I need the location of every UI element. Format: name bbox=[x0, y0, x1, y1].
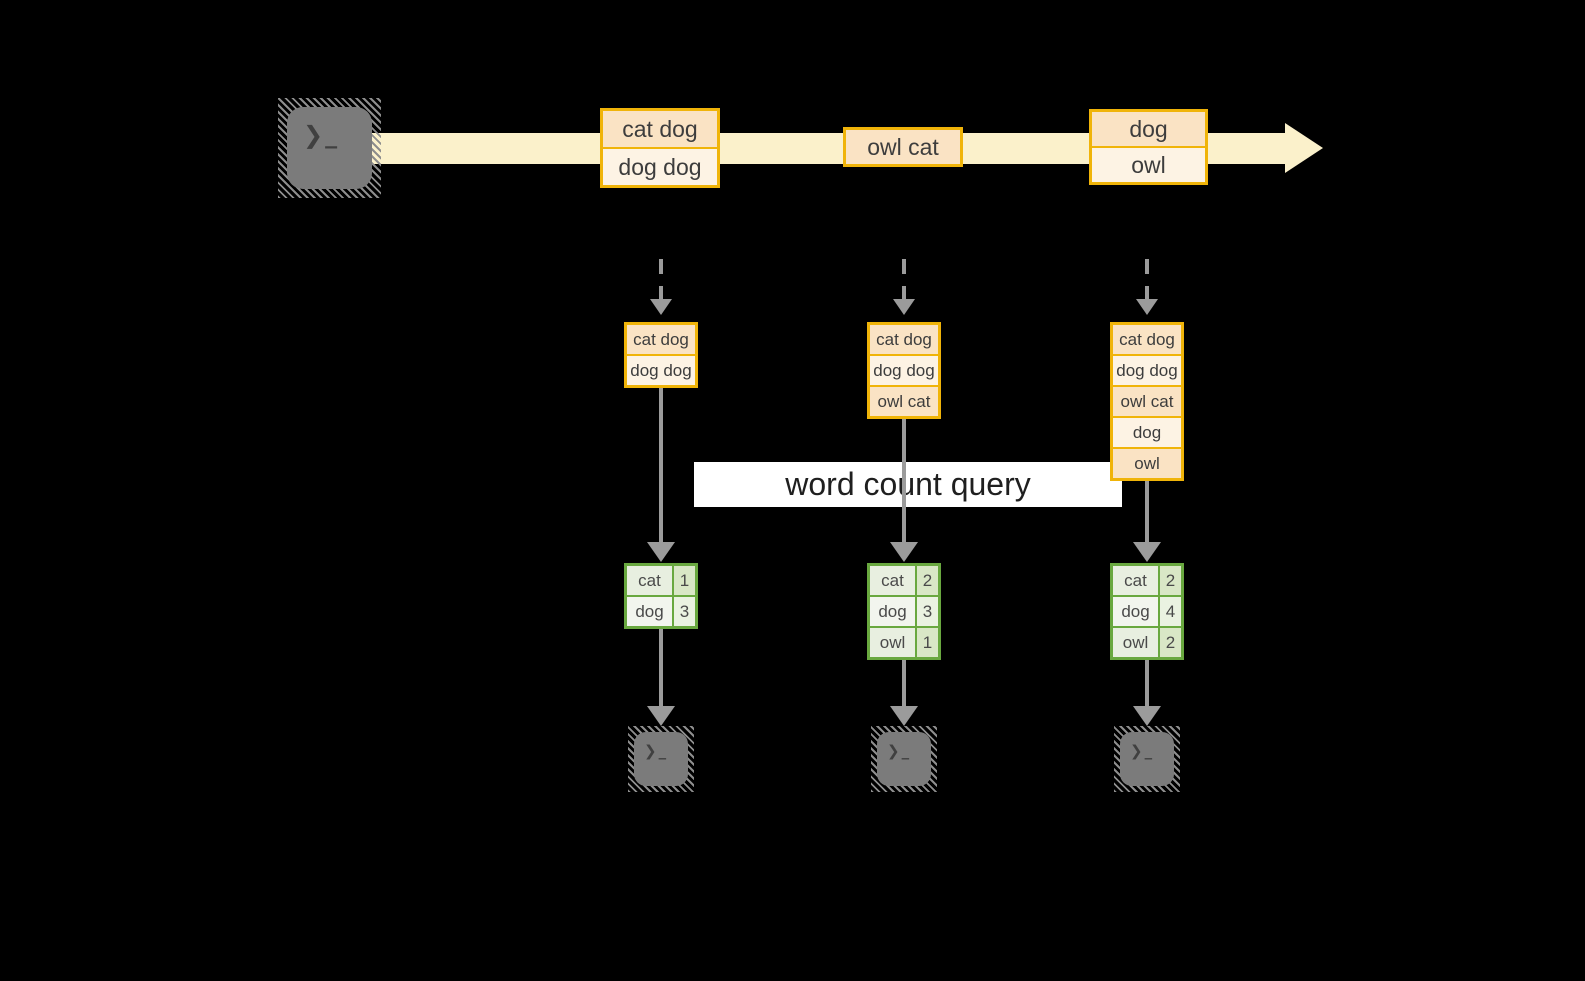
event-stack-1: cat dog dog dog bbox=[624, 322, 698, 388]
word-cell: cat bbox=[1113, 566, 1158, 595]
down-arrowhead-icon bbox=[1133, 542, 1161, 562]
terminal-prompt-icon: ❯_ bbox=[303, 121, 340, 149]
word-cell: owl bbox=[870, 628, 915, 657]
stack-cell: dog bbox=[1113, 418, 1181, 447]
count-table-2: cat 2 dog 3 owl 1 bbox=[867, 563, 941, 660]
stream-event-cell: owl bbox=[1092, 148, 1205, 182]
table-row: owl 2 bbox=[1113, 628, 1181, 657]
terminal-prompt-icon: ❯_ bbox=[644, 742, 669, 760]
stack-cell: owl bbox=[1113, 449, 1181, 478]
down-arrowhead-icon bbox=[890, 706, 918, 726]
stream-event-box-2: owl cat bbox=[843, 127, 963, 167]
stream-event-cell: dog bbox=[1092, 112, 1205, 146]
down-arrowhead-icon bbox=[647, 706, 675, 726]
word-cell: dog bbox=[627, 597, 672, 626]
stack-cell: dog dog bbox=[627, 356, 695, 385]
count-cell: 2 bbox=[1160, 628, 1181, 657]
down-arrowhead-icon bbox=[890, 542, 918, 562]
count-cell: 2 bbox=[917, 566, 938, 595]
count-table-3: cat 2 dog 4 owl 2 bbox=[1110, 563, 1184, 660]
stack-cell: cat dog bbox=[627, 325, 695, 354]
count-cell: 1 bbox=[917, 628, 938, 657]
right-arrow-icon bbox=[1285, 123, 1323, 173]
terminal-icon: ❯_ bbox=[871, 726, 937, 792]
stack-cell: dog dog bbox=[870, 356, 938, 385]
table-row: dog 3 bbox=[870, 597, 938, 626]
query-connector bbox=[659, 388, 663, 542]
table-row: dog 3 bbox=[627, 597, 695, 626]
stack-cell: cat dog bbox=[870, 325, 938, 354]
event-stack-2: cat dog dog dog owl cat bbox=[867, 322, 941, 419]
word-cell: owl bbox=[1113, 628, 1158, 657]
count-cell: 2 bbox=[1160, 566, 1181, 595]
down-arrowhead-icon bbox=[647, 542, 675, 562]
terminal-screen: ❯_ bbox=[634, 732, 688, 786]
terminal-screen: ❯_ bbox=[1120, 732, 1174, 786]
stream-event-cell: owl cat bbox=[846, 130, 960, 164]
output-connector bbox=[902, 660, 906, 706]
table-row: owl 1 bbox=[870, 628, 938, 657]
down-arrowhead-icon bbox=[1136, 299, 1158, 315]
stack-cell: owl cat bbox=[870, 387, 938, 416]
word-cell: dog bbox=[870, 597, 915, 626]
stack-cell: cat dog bbox=[1113, 325, 1181, 354]
stream-event-cell: cat dog bbox=[603, 111, 717, 147]
down-arrowhead-icon bbox=[893, 299, 915, 315]
down-arrowhead-icon bbox=[650, 299, 672, 315]
stream-event-box-1: cat dog dog dog bbox=[600, 108, 720, 188]
table-row: cat 1 bbox=[627, 566, 695, 595]
terminal-prompt-icon: ❯_ bbox=[887, 742, 912, 760]
terminal-icon: ❯_ bbox=[628, 726, 694, 792]
output-connector bbox=[659, 629, 663, 706]
down-arrow-icon bbox=[902, 259, 906, 299]
stream-event-cell: dog dog bbox=[603, 149, 717, 185]
stack-cell: owl cat bbox=[1113, 387, 1181, 416]
event-stack-3: cat dog dog dog owl cat dog owl bbox=[1110, 322, 1184, 481]
query-connector bbox=[902, 419, 906, 542]
table-row: dog 4 bbox=[1113, 597, 1181, 626]
stack-cell: dog dog bbox=[1113, 356, 1181, 385]
terminal-prompt-icon: ❯_ bbox=[1130, 742, 1155, 760]
word-cell: cat bbox=[870, 566, 915, 595]
word-cell: dog bbox=[1113, 597, 1158, 626]
count-cell: 4 bbox=[1160, 597, 1181, 626]
query-banner: word count query bbox=[694, 462, 1122, 507]
terminal-screen: ❯_ bbox=[287, 107, 372, 189]
word-cell: cat bbox=[627, 566, 672, 595]
count-cell: 3 bbox=[674, 597, 695, 626]
terminal-screen: ❯_ bbox=[877, 732, 931, 786]
terminal-icon: ❯_ bbox=[1114, 726, 1180, 792]
table-row: cat 2 bbox=[870, 566, 938, 595]
terminal-icon: ❯_ bbox=[278, 98, 381, 198]
query-connector bbox=[1145, 481, 1149, 542]
output-connector bbox=[1145, 660, 1149, 706]
count-table-1: cat 1 dog 3 bbox=[624, 563, 698, 629]
down-arrow-icon bbox=[659, 259, 663, 299]
stream-event-box-3: dog owl bbox=[1089, 109, 1208, 185]
down-arrowhead-icon bbox=[1133, 706, 1161, 726]
down-arrow-icon bbox=[1145, 259, 1149, 299]
count-cell: 3 bbox=[917, 597, 938, 626]
count-cell: 1 bbox=[674, 566, 695, 595]
table-row: cat 2 bbox=[1113, 566, 1181, 595]
